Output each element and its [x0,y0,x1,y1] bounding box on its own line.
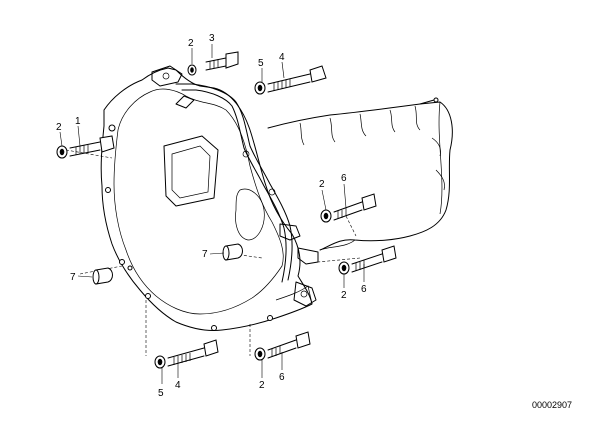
callout-2-middle: 2 [319,179,325,190]
callout-6-lower-right: 6 [361,284,367,295]
callout-labels: 2 3 5 4 2 1 2 6 7 7 2 6 5 4 2 6 [56,33,367,399]
bellhousing [100,65,317,331]
callout-4-top: 4 [279,52,285,63]
callout-1: 1 [75,116,81,127]
callout-6-bottom: 6 [279,372,285,383]
bolt-top-right [254,65,327,95]
callout-7-left: 7 [70,272,76,283]
transmission-body [267,97,453,251]
callout-2-lower-right: 2 [341,290,347,301]
bolt-middle-right [320,193,377,223]
callout-4-bottom: 4 [175,380,181,391]
alignment-lines [65,149,361,356]
nut-and-washer-top [187,51,239,76]
callout-2-top: 2 [188,38,194,49]
bolt-bottom-left [154,339,219,369]
callout-3: 3 [209,33,215,44]
leader-lines [59,44,365,384]
callout-7-center: 7 [202,249,208,260]
callout-6-middle: 6 [341,173,347,184]
callout-5-bottom: 5 [158,388,164,399]
dowel-sleeves [92,243,243,285]
bolt-lower-right [338,245,397,275]
callout-5-top: 5 [258,58,264,69]
bolt-top-left [56,135,115,159]
bolt-bottom [254,331,311,361]
diagram-reference-number: 00002907 [532,400,572,410]
callout-2-left: 2 [56,122,62,133]
clutch-line [175,83,319,283]
callout-2-bottom: 2 [259,380,265,391]
